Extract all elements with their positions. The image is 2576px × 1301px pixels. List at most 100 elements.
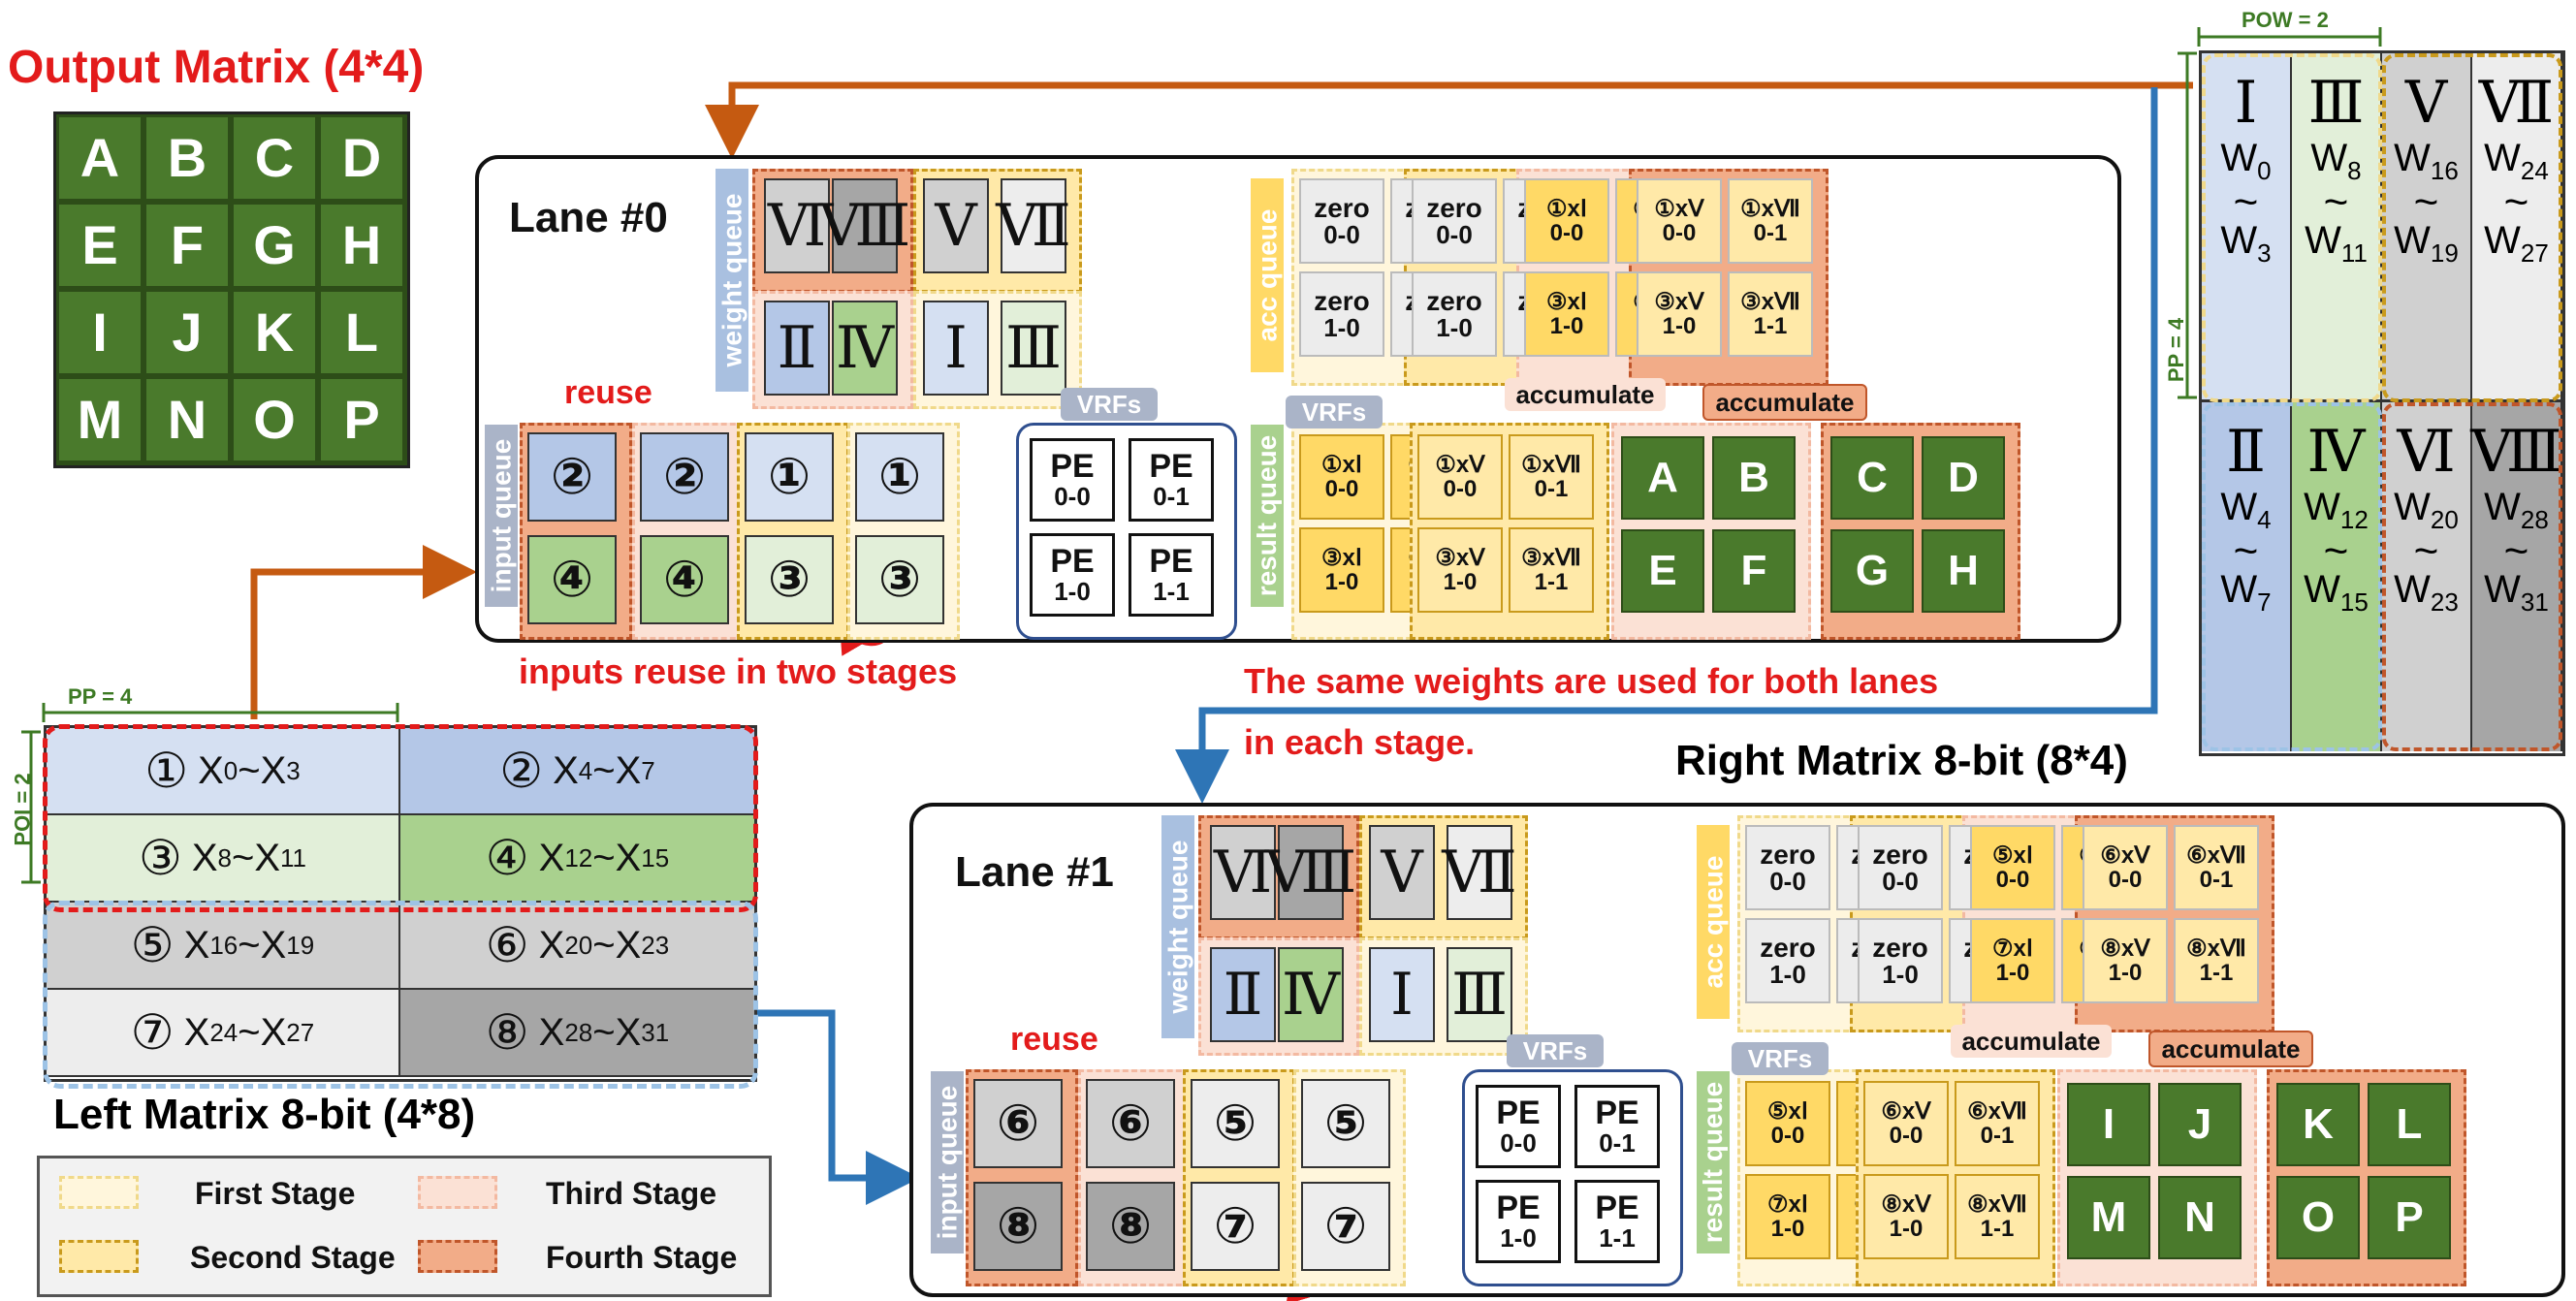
pe-index: 0-1 [1153,482,1190,512]
weight-end: W27 [2484,219,2549,269]
x-start: X [183,923,210,967]
result-cell-op: ③xⅦ [1521,544,1581,571]
acc-queue-label: acc queue [1251,178,1284,372]
range-tilde: ~ [592,923,616,967]
acc-cell-op: zero [1314,192,1370,223]
input-cell: ⑧ [973,1182,1063,1271]
range-tilde: ~ [2323,527,2349,575]
input-index: ② [499,744,544,798]
input-queue-label: input queue [485,425,518,607]
pow-group-frame [2202,402,2382,751]
acc-cell-op: zero [1872,932,1928,963]
result-cell-index: 1-0 [1324,569,1359,595]
acc-cell-op: ⑧xⅤ [2100,935,2150,962]
arrow-inputs-to-lane1 [748,1009,920,1205]
input-index: ⑧ [485,1005,529,1060]
acc-cell-op: ⑦xⅠ [1992,935,2033,962]
acc-cell-index: 0-1 [1753,220,1788,246]
x-end: X [260,748,287,792]
input-queue-text: input queue [486,438,516,593]
acc-cell-index: 1-0 [1995,960,2030,986]
output-cell: G [1830,529,1914,613]
x-end-sub: 3 [286,755,301,785]
acc-cell-index: 1-1 [1753,313,1788,339]
pe-label: PE [1496,1094,1541,1131]
weight-start: W20 [2394,486,2459,535]
acc-cell-op: zero [1426,192,1482,223]
output-cell: H [1922,529,2005,613]
acc-queue-label: acc queue [1697,825,1730,1019]
acc-cell-index: 1-0 [1662,313,1697,339]
acc-cell-op: zero [1760,932,1816,963]
input-cell: ① [855,432,944,522]
w-letter: W [2304,486,2340,528]
w-letter: W [2484,219,2521,262]
w-letter: W [2220,219,2258,262]
w-letter: W [2220,137,2258,179]
output-cell: L [2368,1083,2451,1166]
acc-cell-op: zero [1872,839,1928,870]
input-cell: ⑦ [1191,1182,1280,1271]
acc-cell-index: 1-0 [1769,960,1806,990]
input-cell: ⑦ [1301,1182,1390,1271]
x-end: X [254,836,281,879]
output-cell: J [144,290,230,375]
w-start-sub: 0 [2257,156,2272,185]
w-start-sub: 24 [2520,156,2549,185]
result-queue-text: result queue [1698,1081,1729,1244]
x-start-sub: 12 [564,842,593,873]
x-start-sub: 28 [564,1017,593,1047]
input-cell: ② [527,432,617,522]
weight-end: W11 [2305,219,2368,269]
result-cell-index: 1-0 [1443,569,1478,595]
range-tilde: ~ [2503,178,2529,226]
input-index: ⑤ [130,918,175,972]
x-end-sub: 23 [641,930,670,960]
left-matrix-dim-markers [21,703,399,884]
arrow-inputs-to-lane0 [250,545,477,719]
vrfs-tag: VRFs [1061,388,1158,421]
input-queue-text: input queue [932,1085,962,1240]
output-cell: G [232,203,317,288]
acc-cell-index: 0-0 [1995,867,2030,893]
acc-cell-op: zero [1760,839,1816,870]
output-cell: N [2158,1176,2242,1259]
arrow-weights-to-lane0 [705,81,2193,159]
result-cell-index: 1-1 [1980,1216,2015,1242]
poi-group-red [43,724,758,912]
acc-cell-index: 1-1 [2199,960,2234,986]
acc-queue-text: acc queue [1252,208,1283,342]
w-end-sub: 15 [2339,587,2369,617]
legend-swatch-second-stage [59,1240,139,1273]
range-tilde: ~ [231,836,255,879]
acc-cell-op: ①xⅤ [1654,195,1704,222]
result-cell-index: 0-0 [1443,476,1478,502]
vrfs-tag: VRFs [1507,1034,1604,1067]
x-start: X [191,836,218,879]
pe-label: PE [1496,1189,1541,1226]
output-cell: E [57,203,143,288]
w-letter: W [2484,486,2521,528]
w-end-sub: 19 [2430,238,2459,268]
same-weights-note-line1: The same weights are used for both lanes [1244,661,1939,701]
output-cell: A [57,115,143,201]
legend-swatch-fourth-stage [418,1240,497,1273]
weight-end: W3 [2220,219,2271,269]
acc-cell-index: 1-0 [2108,960,2143,986]
